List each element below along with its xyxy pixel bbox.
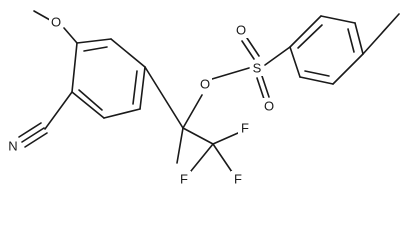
atom-nitrile-nitrogen: N (6, 138, 20, 154)
atom-methoxy-oxygen: O (49, 14, 63, 30)
bond-ring2-c1-c2 (289, 15, 322, 48)
atom-fluorine-right: F (238, 120, 252, 136)
atom-label-fluorine-bottom: F (234, 172, 242, 187)
bond-cf3-f-left (190, 143, 214, 172)
bond-nitrile-triple-3 (24, 132, 48, 148)
bond-s-o-top-2 (246, 37, 260, 57)
bond-nitrile-triple-2 (18, 122, 42, 138)
chemical-structure-diagram: O N O S O O F F (6, 10, 400, 187)
atom-label-ester-o: O (200, 77, 210, 92)
atom-label-layer: O N O S O O F F (6, 14, 276, 187)
atom-fluorine-bottom: F (231, 171, 245, 187)
atom-label-fluorine-right: F (241, 121, 249, 136)
bond-ring1-double-c (78, 89, 103, 111)
bond-ring2-double-c (304, 70, 330, 77)
bond-quaternary-cf3-c (182, 127, 214, 145)
bond-ring1-c3-c4 (139, 66, 146, 110)
atom-sulfonyl-oxygen-top: O (234, 22, 248, 38)
bond-layer (18, 10, 400, 173)
label-background (231, 171, 245, 187)
atom-ester-oxygen: O (198, 76, 212, 92)
bond-cf3-f-bottom (212, 143, 233, 173)
bond-ring-quaternary-c (144, 66, 184, 129)
bond-sulfur-tolyl-ring (264, 46, 291, 66)
bond-ester-o-sulfur (211, 67, 250, 80)
atom-sulfonyl-oxygen-bottom: O (262, 98, 276, 114)
bond-ring1-double-b (132, 70, 138, 105)
atom-label-sulfonyl-o-bottom: O (264, 99, 274, 114)
bond-ring2-double-b (347, 28, 355, 53)
bond-ring2-c5-c6 (299, 76, 334, 85)
label-background (198, 76, 212, 92)
bond-ring1-c2-c3 (110, 38, 146, 68)
bond-ring2-c6-c1 (289, 46, 301, 78)
bond-s-o-bottom-2 (261, 75, 270, 98)
bond-s-o-top-1 (241, 40, 255, 60)
atom-sulfur: S (250, 60, 264, 76)
bond-ring1-c4-c5 (103, 108, 141, 119)
bond-methyl-methoxy-o (33, 10, 51, 21)
bond-ring2-c3-c4 (354, 22, 364, 55)
bond-s-o-bottom-1 (256, 77, 265, 100)
atom-label-fluorine-left: F (180, 172, 188, 187)
bond-quaternary-methyl (176, 127, 184, 164)
atom-label-sulfonyl-o-top: O (236, 23, 246, 38)
atom-label-sulfur: S (253, 61, 262, 76)
bond-ring2-c4-c5 (332, 53, 364, 85)
bond-ring1-c6-c1 (71, 42, 78, 93)
bond-tolyl-methyl (362, 13, 400, 55)
atom-label-nitrile-n: N (8, 139, 17, 154)
atom-label-methoxy-o: O (51, 15, 61, 30)
label-background (177, 171, 191, 187)
bond-ring1-double-a (83, 46, 108, 52)
label-background (49, 14, 63, 30)
bond-nitrile-triple-1 (21, 127, 45, 143)
label-background (238, 120, 252, 136)
label-background (234, 22, 248, 38)
bond-quaternary-ester-o (182, 94, 203, 129)
bond-ring1-c5-c6 (71, 91, 105, 119)
label-background (250, 60, 264, 76)
bond-ring2-double-a (297, 24, 323, 49)
atom-fluorine-left: F (177, 171, 191, 187)
bond-methoxy-o-ring (63, 27, 78, 44)
bond-ring2-c2-c3 (320, 15, 356, 24)
label-background (6, 138, 20, 154)
label-background (262, 98, 276, 114)
bond-cf3-f-right (212, 132, 239, 145)
bond-ring1-c1-c2 (76, 38, 112, 44)
bond-ring-nitrile-c (44, 91, 73, 130)
